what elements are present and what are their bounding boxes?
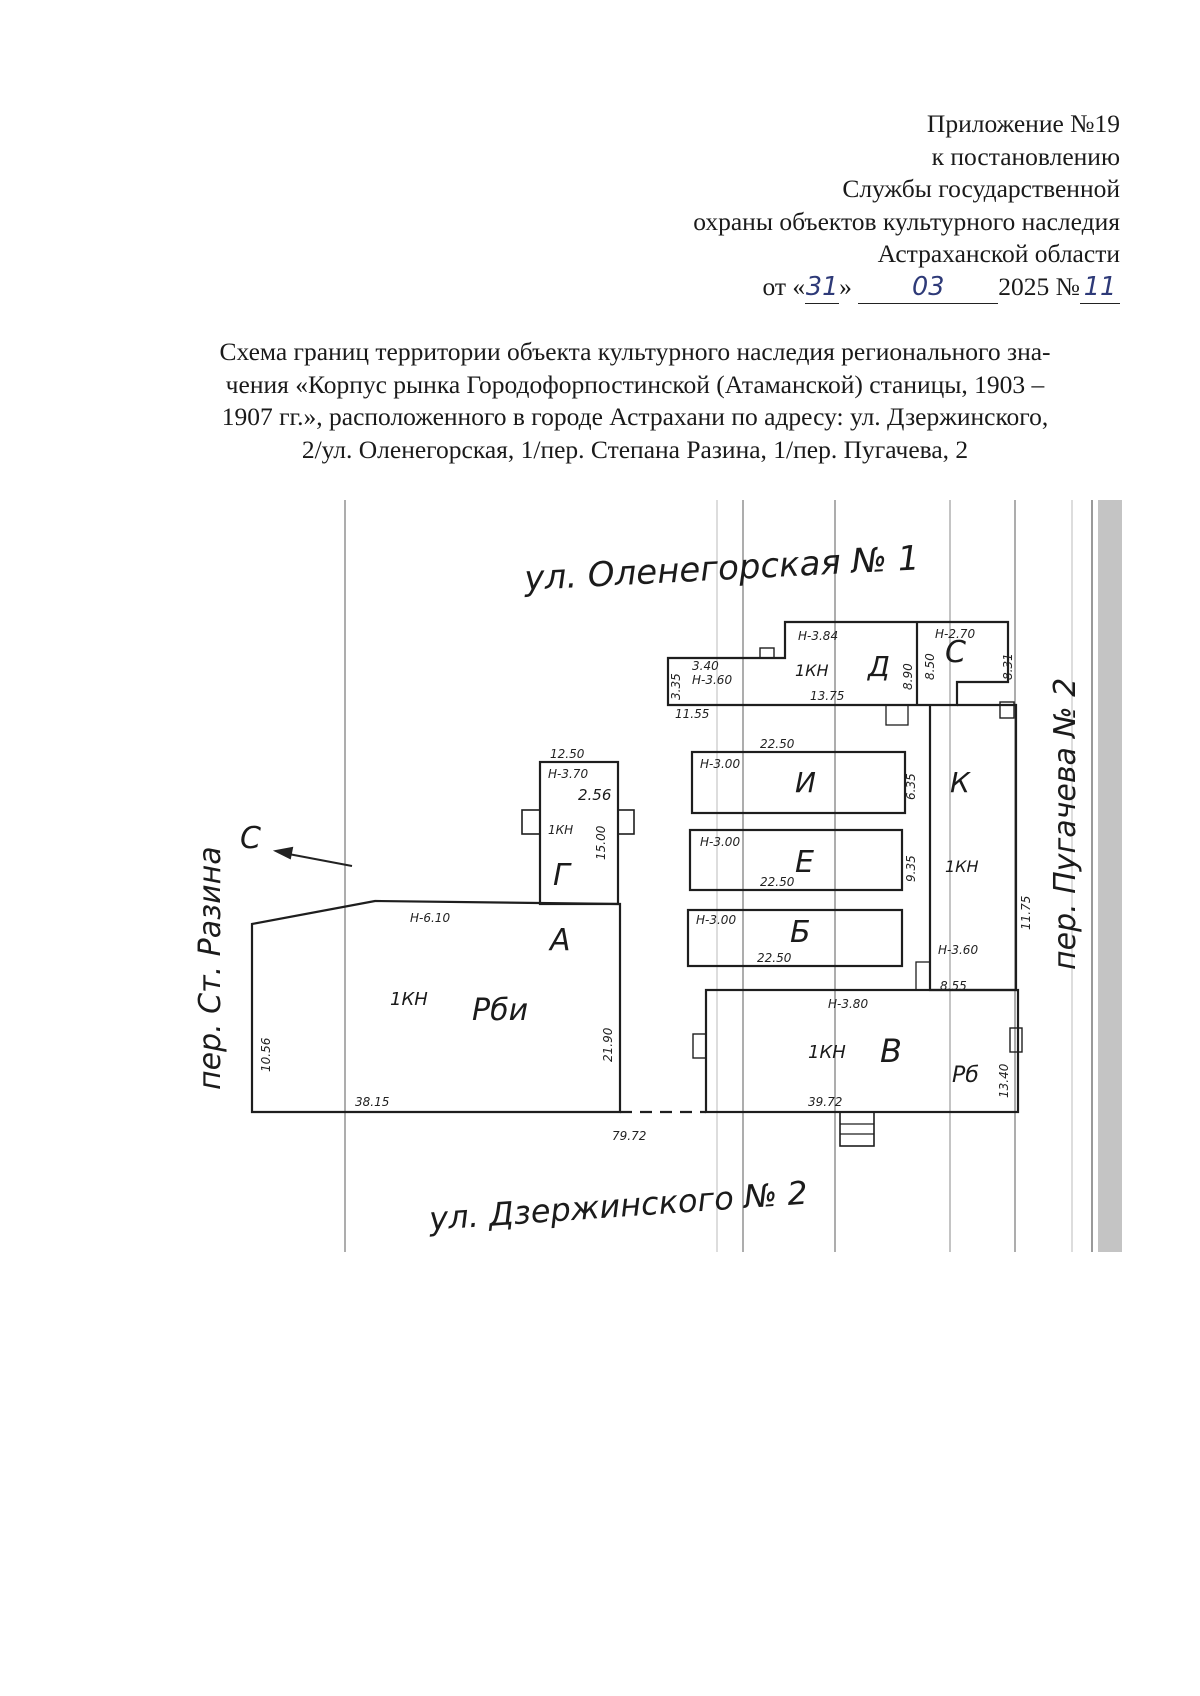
building-e-height: Н-3.00 [700,835,740,849]
building-v-letter: В [880,1032,902,1070]
building-b-letter: Б [790,915,811,950]
building-v-material: Рб [952,1063,979,1088]
building-a-outline [250,899,622,1114]
scheme-title-line: Схема границ территории объекта культурн… [219,337,1051,366]
building-e-letter: Е [795,845,814,880]
dim-11-75: 11.75 [1019,896,1033,930]
building-a-height: Н-6.10 [410,911,450,925]
date-day-close: » [839,271,852,301]
building-g-kn: 1КН [548,823,573,837]
dim-22-50-b: 22.50 [757,951,792,965]
street-left-label: пер. Ст. Разина [193,846,228,1090]
north-label: С [240,821,261,856]
dim-8-31: 8.31 [1001,653,1015,680]
dim-3-35: 3.35 [669,673,683,700]
building-k-height: Н-3.60 [938,943,978,957]
building-v-kn: 1КН [808,1042,846,1063]
small-building-height: Н-3.60 [692,673,732,687]
dim-79-72: 79.72 [612,1129,646,1143]
building-v-height: Н-3.80 [828,997,868,1011]
attachment-resolution-label: к постановлению [931,141,1120,171]
buildings [250,620,1023,1147]
dim-9-35: 9.35 [904,855,918,882]
building-d-outline [666,620,1010,707]
building-b-outline [686,908,904,968]
dim-13-40: 13.40 [997,1063,1011,1098]
building-a-material: Рби [472,993,528,1028]
date-prefix: от « [762,271,806,301]
dim-6-35: 6.35 [904,773,918,800]
dim-39-72: 39.72 [808,1095,842,1109]
building-g-letter: Г [553,858,572,893]
dim-11-55: 11.55 [675,707,709,721]
dim-13-75: 13.75 [810,689,844,703]
attachment-block: Приложение №19 к постановлению Службы го… [693,108,1120,304]
date-day: 31 [805,271,840,304]
building-k-letter: К [950,766,971,799]
attachment-region: Астраханской области [877,239,1120,268]
building-k-kn: 1КН [945,857,979,876]
building-i-letter: И [795,766,816,799]
street-bottom-label: ул. Дзержинского № 2 [427,1174,809,1238]
building-g-code: 2.56 [578,786,611,804]
building-d-letter: Д [866,650,890,683]
dim-8-50: 8.50 [923,653,937,680]
date-month: 03 [858,271,999,304]
dim-15-00: 15.00 [594,825,608,860]
building-a-letter: А [548,923,571,958]
building-s-letter: С [945,635,966,670]
dim-38-15: 38.15 [355,1095,389,1109]
street-right-label: пер. Пугачева № 2 [1048,678,1083,970]
building-i-outline [690,750,907,815]
date-year: 2025 № [998,271,1080,301]
dim-8-90: 8.90 [901,663,915,690]
scheme-title-line: 2/ул. Оленегорская, 1/пер. Степана Разин… [301,434,969,464]
north-arrow [272,846,353,867]
scan-edge-band [1098,500,1122,1252]
building-s-height: Н-2.70 [935,627,975,641]
dim-22-50-i: 22.50 [760,737,795,751]
scheme-title: Схема границ территории объекта культурн… [150,336,1120,466]
building-g-height: Н-3.70 [548,767,588,781]
scheme-title-line: 1907 гг.», расположенного в городе Астра… [221,402,1049,431]
scan-grid-lines [344,500,1073,1252]
building-i-height: Н-3.00 [700,757,740,771]
building-b-height: Н-3.00 [696,913,736,927]
resolution-number: 11 [1080,271,1120,304]
building-e-outline [688,828,904,892]
attachment-number: Приложение №19 [926,109,1120,138]
dim-8-55: 8.55 [940,979,967,993]
dim-10-56: 10.56 [259,1037,273,1072]
attachment-service-name-cont: охраны объектов культурного наследия [693,206,1120,236]
street-top-label: ул. Оленегорская № 1 [522,538,920,599]
building-d-kn: 1КН [795,661,829,680]
dim-21-90: 21.90 [601,1027,615,1062]
attachment-service-name: Службы государственной [842,174,1120,203]
building-d-height: Н-3.84 [798,629,838,643]
building-a-kn: 1КН [390,989,428,1010]
dim-12-50: 12.50 [550,747,585,761]
small-building-dim: 3.40 [692,659,719,673]
dim-22-50-e: 22.50 [760,875,795,889]
scheme-title-line: чения «Корпус рынка Городофорпостинской … [225,369,1045,399]
